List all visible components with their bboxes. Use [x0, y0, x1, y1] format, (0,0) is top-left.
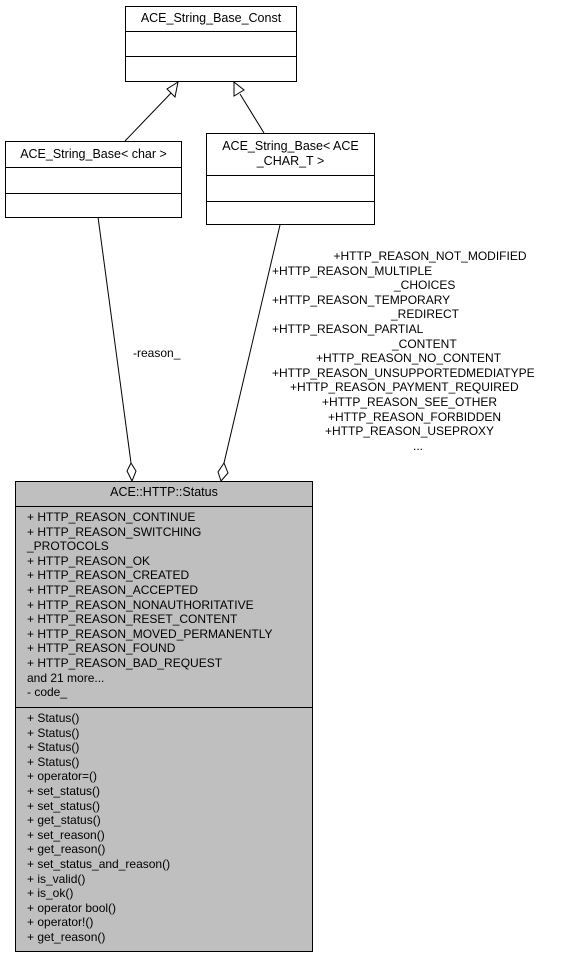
class-attribute: and 21 more... [27, 670, 105, 685]
class-attribute: + HTTP_REASON_BAD_REQUEST [27, 655, 223, 670]
inheritance-arrow-ace-char [233, 80, 245, 97]
operations-compartment [126, 57, 296, 81]
class-title: ACE::HTTP::Status [16, 482, 312, 507]
operations-compartment [207, 202, 374, 224]
class-operation: + operator bool() [27, 900, 117, 915]
edge-label: +HTTP_REASON_MULTIPLE [272, 263, 433, 278]
class-attribute: + HTTP_REASON_SWITCHING [27, 524, 202, 539]
edge-label: +HTTP_REASON_UNSUPPORTEDMEDIATYPE [272, 365, 535, 380]
class-operation: + set_status() [27, 798, 101, 813]
class-attribute: + HTTP_REASON_NONAUTHORITATIVE [27, 597, 254, 612]
class-operation: + Status() [27, 754, 80, 769]
edge-labels-static-reasons: +HTTP_REASON_NOT_MODIFIED +HTTP_REASON_M… [268, 249, 568, 453]
edge-label: +HTTP_REASON_SEE_OTHER [322, 394, 498, 409]
edge-label: _CHOICES [394, 278, 456, 293]
class-operation: + get_status() [27, 813, 101, 828]
class-operation: + Status() [27, 711, 80, 725]
inheritance-line-ace-char [239, 93, 265, 134]
aggregation-diamond-reason [126, 461, 137, 483]
class-attribute: - code_ [27, 685, 68, 700]
class-string-base-const[interactable]: ACE_String_Base_Const [125, 6, 297, 82]
class-operation: + operator=() [27, 769, 98, 784]
class-title: ACE_String_Base< char > [6, 142, 181, 168]
edge-label: +HTTP_REASON_USEPROXY [325, 424, 495, 439]
edge-label: +HTTP_REASON_FORBIDDEN [328, 409, 502, 424]
class-attribute: + HTTP_REASON_FOUND [27, 641, 176, 656]
class-http-status[interactable]: ACE::HTTP::Status + HTTP_REASON_CONTINUE… [15, 481, 313, 952]
operations-compartment: + Status()+ Status()+ Status()+ Status()… [16, 708, 312, 947]
aggregation-diamond-static-reasons [217, 461, 229, 482]
attributes-compartment [6, 168, 181, 194]
class-operation: + Status() [27, 725, 80, 740]
class-operation: + is_ok() [27, 886, 74, 901]
class-attribute: + HTTP_REASON_MOVED_PERMANENTLY [27, 626, 273, 641]
class-operation: + is_valid() [27, 871, 86, 886]
inheritance-line-char [124, 91, 173, 142]
inheritance-arrow-char [166, 80, 179, 99]
edge-label: +HTTP_REASON_TEMPORARY [272, 292, 451, 307]
edge-label: +HTTP_REASON_PAYMENT_REQUIRED [290, 380, 519, 395]
edge-label: _REDIRECT [391, 307, 460, 322]
class-title: ACE_String_Base_Const [126, 7, 296, 32]
class-operation: + get_reason() [27, 842, 106, 857]
attribute-list: + HTTP_REASON_CONTINUE+ HTTP_REASON_SWIT… [27, 510, 312, 700]
aggregation-line-static-reasons [223, 224, 281, 464]
edge-label: +HTTP_REASON_NOT_MODIFIED [333, 249, 527, 263]
attributes-compartment: + HTTP_REASON_CONTINUE+ HTTP_REASON_SWIT… [16, 507, 312, 708]
class-string-base-ace-char[interactable]: ACE_String_Base< ACE _CHAR_T > [206, 133, 375, 225]
attributes-compartment [207, 176, 374, 202]
class-attribute: + HTTP_REASON_OK [27, 553, 151, 568]
class-operation: + get_reason() [27, 929, 106, 944]
class-operation: + set_reason() [27, 827, 105, 842]
class-operation: + set_status() [27, 783, 101, 798]
edge-label: ... [413, 438, 424, 453]
class-attribute: + HTTP_REASON_RESET_CONTENT [27, 612, 238, 627]
class-title-line: ACE_String_Base< ACE [222, 139, 359, 153]
class-attribute: + HTTP_REASON_CREATED [27, 568, 190, 583]
edge-label: +HTTP_REASON_NO_CONTENT [316, 351, 502, 366]
class-operation: + Status() [27, 740, 80, 755]
edge-label: +HTTP_REASON_PARTIAL [272, 321, 424, 336]
edge-label-reason: -reason_ [133, 346, 181, 360]
attributes-compartment [126, 32, 296, 57]
edge-label: _CONTENT [392, 336, 457, 351]
class-title: ACE_String_Base< ACE _CHAR_T > [207, 134, 374, 176]
class-string-base-char[interactable]: ACE_String_Base< char > [5, 141, 182, 218]
class-attribute: + HTTP_REASON_ACCEPTED [27, 582, 199, 597]
class-operation: + set_status_and_reason() [27, 856, 171, 871]
class-operation: + operator!() [27, 915, 94, 930]
operations-compartment [6, 194, 181, 217]
operation-list: + Status()+ Status()+ Status()+ Status()… [27, 711, 312, 945]
aggregation-line-reason [97, 216, 132, 464]
class-attribute: _PROTOCOLS [27, 539, 109, 554]
class-title-line: _CHAR_T > [256, 154, 325, 168]
class-attribute: + HTTP_REASON_CONTINUE [27, 510, 196, 524]
